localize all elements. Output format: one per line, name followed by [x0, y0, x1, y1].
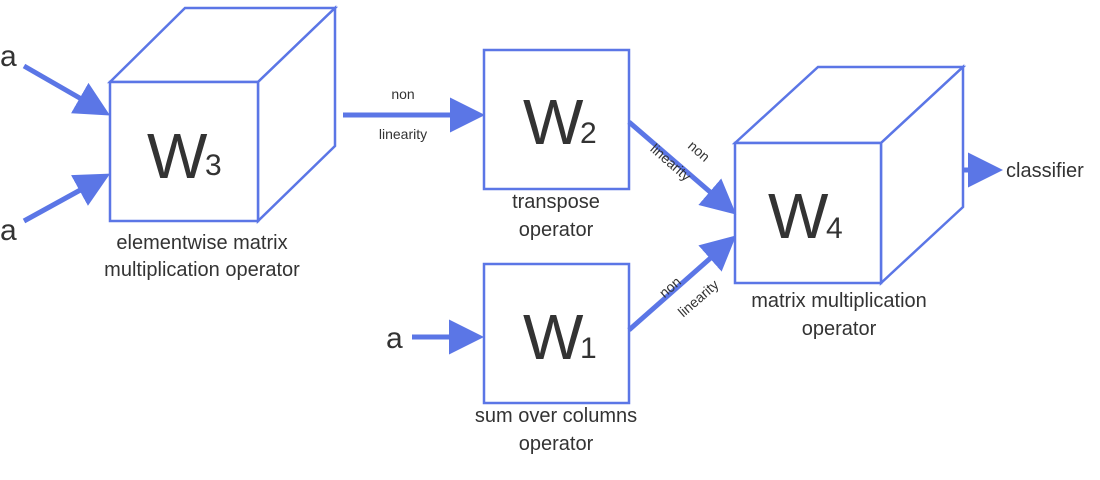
w1-caption-line1: sum over columns — [475, 405, 637, 427]
edge-label-w3-w2-line1: non — [391, 86, 414, 102]
w2-box — [482, 48, 631, 191]
w1-node: W 1 — [482, 262, 631, 405]
edge-input-bottom-to-w3 — [22, 173, 111, 224]
edge-label-w3-w2-line2: linearity — [379, 126, 427, 142]
w3-symbol: W — [147, 120, 208, 192]
edge-label-w2-w4-line1: non — [685, 137, 713, 164]
w3-index: 3 — [205, 149, 222, 182]
w3-front-face — [108, 80, 260, 223]
w2-caption-line2: operator — [519, 219, 594, 241]
input-bottom-label: a — [0, 214, 17, 247]
w3-caption-line2: multiplication operator — [104, 259, 300, 281]
w3-caption-line1: elementwise matrix — [116, 232, 287, 254]
edge-label-w2-w4: non linearity — [647, 137, 713, 184]
output-label: classifier — [1006, 160, 1084, 182]
edge-w2-to-w4 — [627, 120, 737, 215]
w4-caption-line1: matrix multiplication — [751, 290, 927, 312]
w4-symbol: W — [768, 180, 829, 252]
w4-node: W 4 — [731, 64, 967, 286]
w2-symbol: W — [523, 86, 584, 158]
w3-node: W 3 — [106, 5, 339, 224]
edge-w1-to-w4 — [627, 235, 737, 332]
input-top-label: a — [0, 40, 17, 73]
w1-symbol: W — [523, 301, 584, 373]
edge-label-w1-w4-line1: non — [656, 273, 684, 300]
input-w1-label: a — [386, 322, 403, 355]
w2-node: W 2 — [482, 48, 631, 191]
w2-caption-line1: transpose — [512, 191, 600, 213]
w1-caption-line2: operator — [519, 433, 594, 455]
w4-index: 4 — [826, 212, 843, 245]
w2-index: 2 — [580, 117, 597, 150]
w1-box — [482, 262, 631, 405]
w4-caption-line2: operator — [802, 318, 877, 340]
edge-input-top-to-w3 — [22, 63, 111, 116]
w1-index: 1 — [580, 332, 597, 365]
edge-label-w1-w4: non linearity — [656, 273, 722, 320]
